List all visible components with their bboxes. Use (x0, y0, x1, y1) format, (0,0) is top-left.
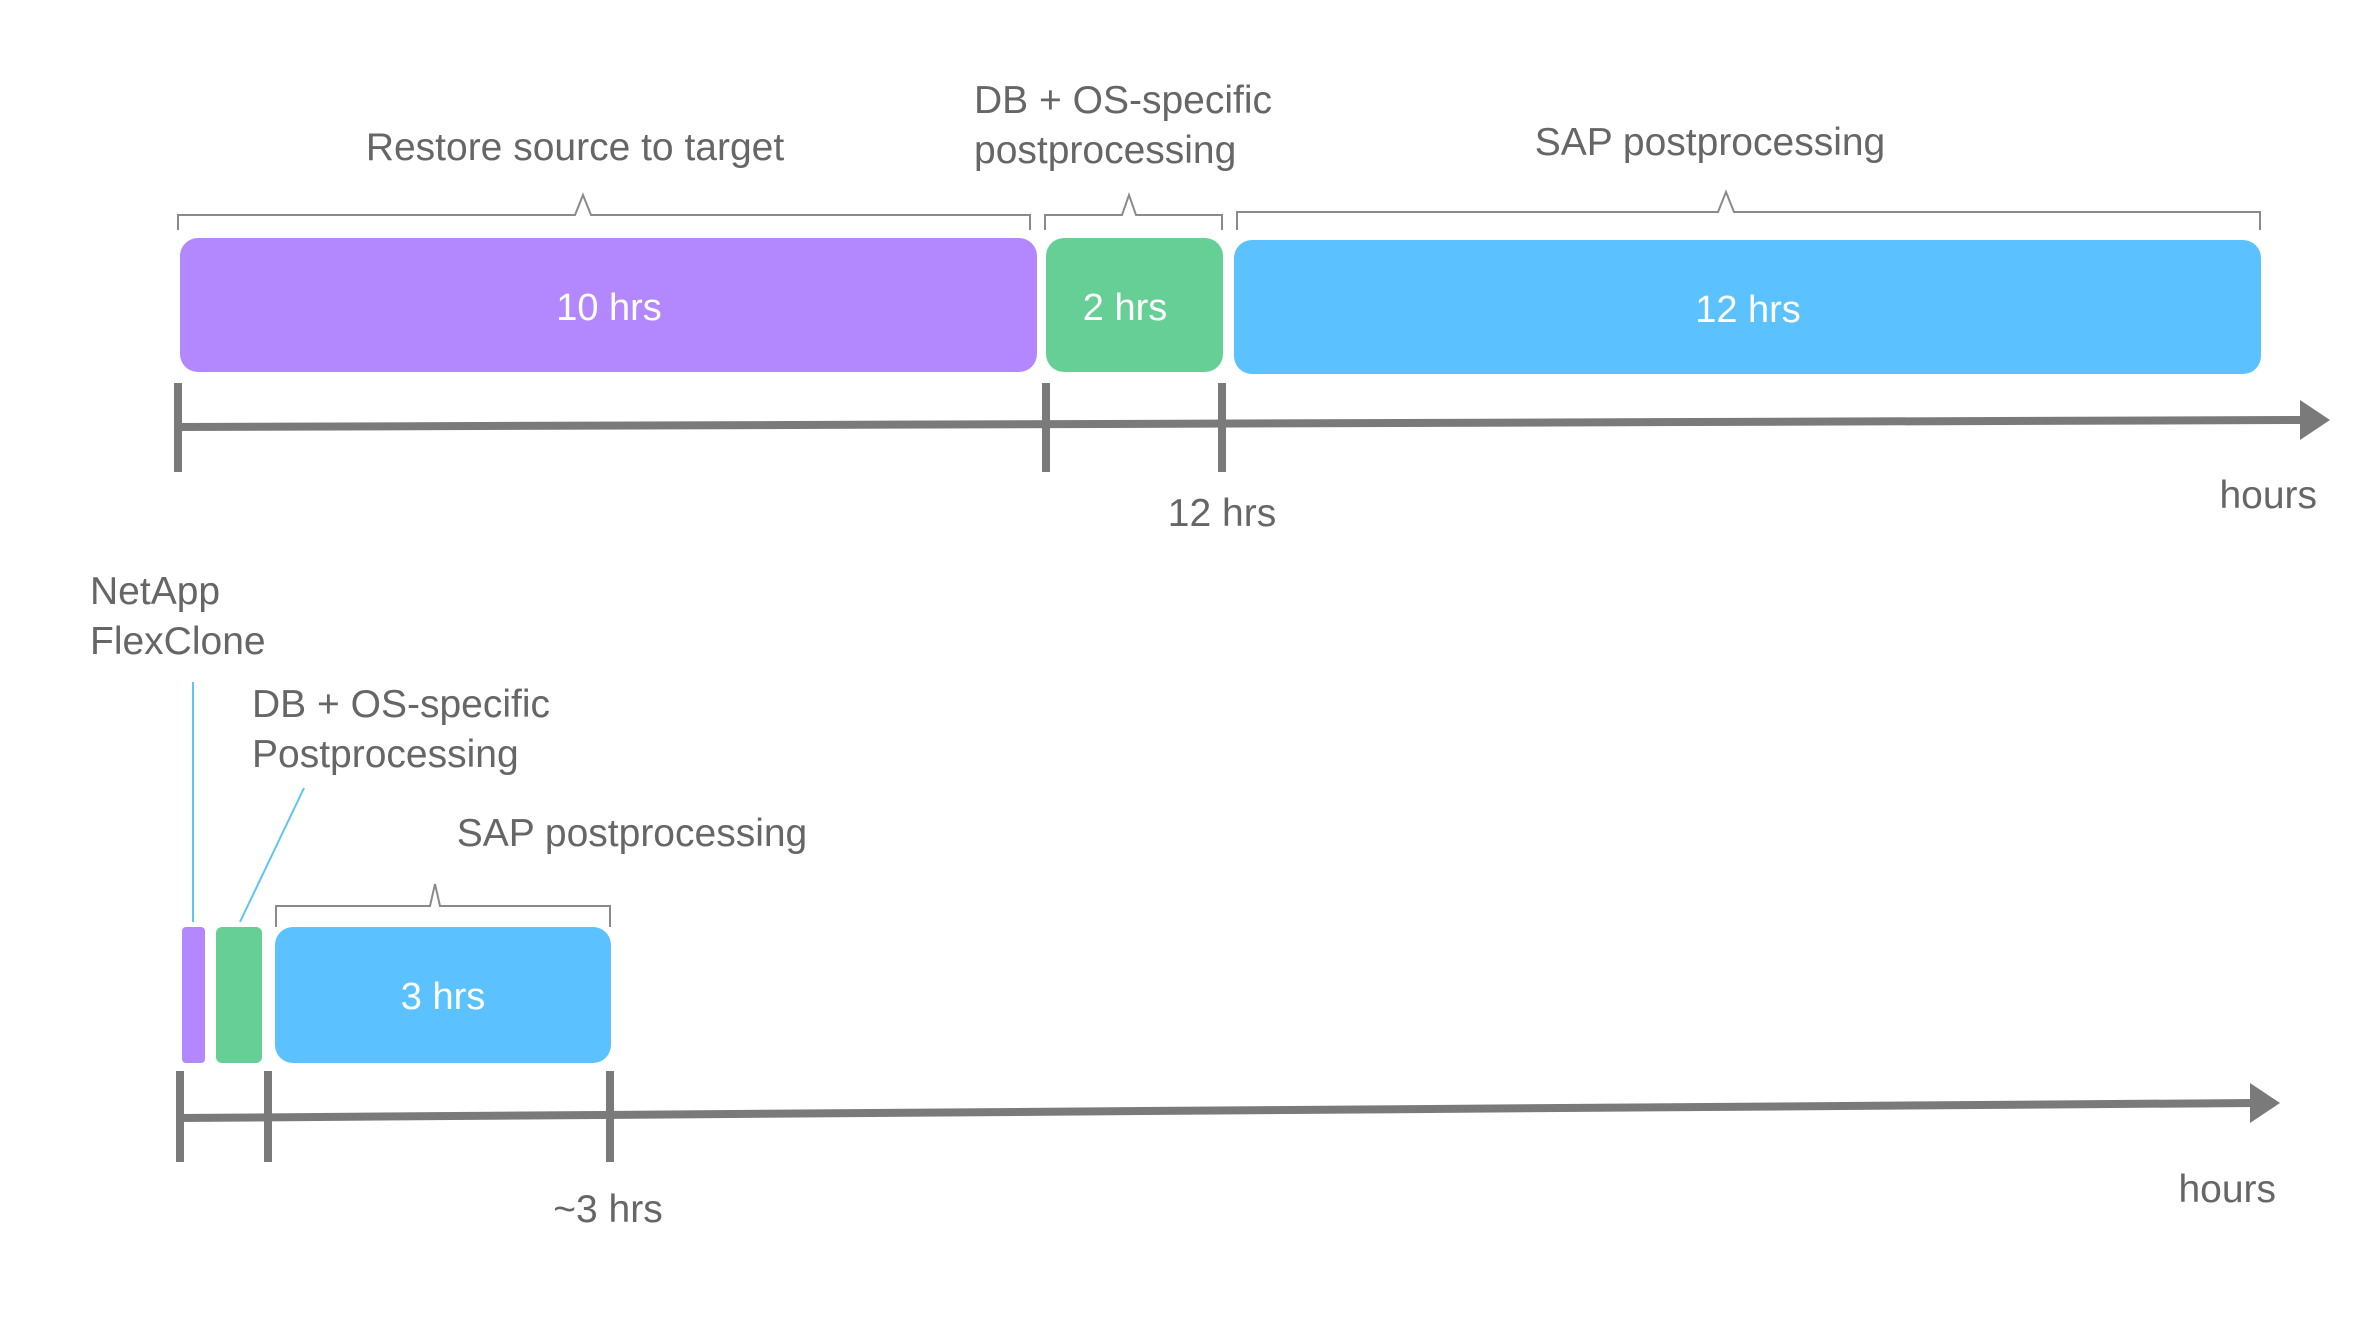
bottom-axis-arrowhead (2250, 1083, 2280, 1123)
db-os-bar (1046, 238, 1223, 372)
sap-brace (1236, 189, 2261, 230)
sap-bar (275, 927, 611, 1063)
top-axis-line (175, 416, 2306, 431)
db-os-duration: 2 hrs (1083, 287, 1167, 329)
db-os-label-line1: DB + OS-specific (252, 683, 550, 726)
bottom-timeline: NetApp FlexClone DB + OS-specific Postpr… (90, 570, 2280, 1231)
db-os-label-line1: DB + OS-specific (974, 79, 1272, 122)
db-os-brace (1044, 191, 1223, 230)
top-tick-label: 12 hrs (1168, 492, 1276, 535)
restore-duration: 10 hrs (556, 287, 662, 329)
sap-duration: 12 hrs (1695, 289, 1801, 331)
sap-brace (275, 883, 611, 927)
db-os-label-line2: postprocessing (974, 129, 1236, 172)
restore-brace (177, 192, 1031, 230)
top-timeline: Restore source to target DB + OS-specifi… (174, 79, 2330, 535)
db-os-label-line2: Postprocessing (252, 733, 519, 776)
top-axis-label: hours (2219, 474, 2317, 517)
flexclone-label-line1: NetApp (90, 570, 220, 613)
bottom-tick-label: ~3 hrs (553, 1188, 662, 1231)
restore-bar (180, 238, 1037, 372)
db-os-bar (216, 927, 262, 1063)
db-os-leader (239, 787, 305, 923)
bottom-axis-line (177, 1099, 2256, 1122)
sap-label: SAP postprocessing (457, 812, 808, 855)
sap-bar (1234, 240, 2261, 374)
flexclone-bar (182, 927, 205, 1063)
top-axis-arrowhead (2300, 400, 2330, 440)
sap-duration: 3 hrs (401, 976, 485, 1018)
bottom-axis-label: hours (2178, 1168, 2276, 1211)
restore-label: Restore source to target (366, 126, 785, 169)
flexclone-label-line2: FlexClone (90, 620, 266, 663)
sap-label: SAP postprocessing (1535, 121, 1886, 164)
